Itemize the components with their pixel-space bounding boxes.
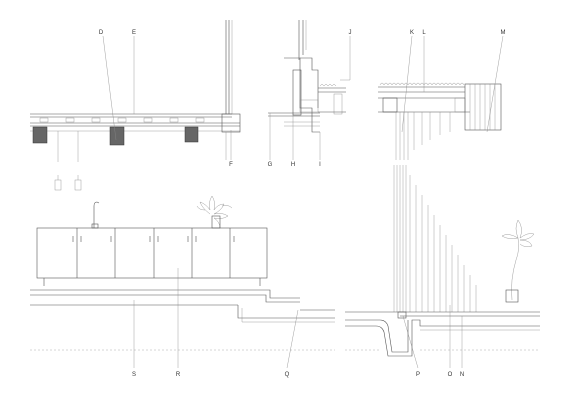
label-k: K xyxy=(410,30,414,36)
leader-lines xyxy=(102,35,504,369)
kitchen-elevation xyxy=(30,195,335,351)
label-o: O xyxy=(448,372,453,378)
facade-cladding-upper xyxy=(464,83,502,131)
vertical-battens-upper xyxy=(395,112,451,160)
label-s: S xyxy=(132,372,136,378)
cabinet-handles xyxy=(72,236,235,242)
label-m: M xyxy=(501,30,506,36)
label-g: G xyxy=(268,162,273,168)
beam-block-1 xyxy=(32,126,48,144)
roof-facade-detail xyxy=(378,82,502,160)
potted-tree xyxy=(501,219,535,303)
label-n: N xyxy=(460,372,464,378)
label-f: F xyxy=(229,162,233,168)
faucet xyxy=(93,201,100,228)
beam-block-3 xyxy=(184,126,199,143)
label-h: H xyxy=(291,162,295,168)
label-i: I xyxy=(319,162,321,168)
slab-detail xyxy=(30,20,241,191)
facade-cladding-lower xyxy=(393,165,477,312)
slab-joist-marks xyxy=(39,117,205,123)
plant-on-counter xyxy=(196,195,233,229)
beam-block-2 xyxy=(109,126,125,146)
label-q: Q xyxy=(285,372,290,378)
facade-elevation xyxy=(345,165,540,357)
wall-detail xyxy=(268,20,346,133)
label-e: E xyxy=(132,30,136,36)
label-l: L xyxy=(422,30,426,36)
callout-labels: D E F G H I J K L M N O P Q R S xyxy=(99,30,506,378)
label-r: R xyxy=(176,372,181,378)
label-p: P xyxy=(416,372,420,378)
label-d: D xyxy=(99,30,104,36)
label-j: J xyxy=(349,30,352,36)
